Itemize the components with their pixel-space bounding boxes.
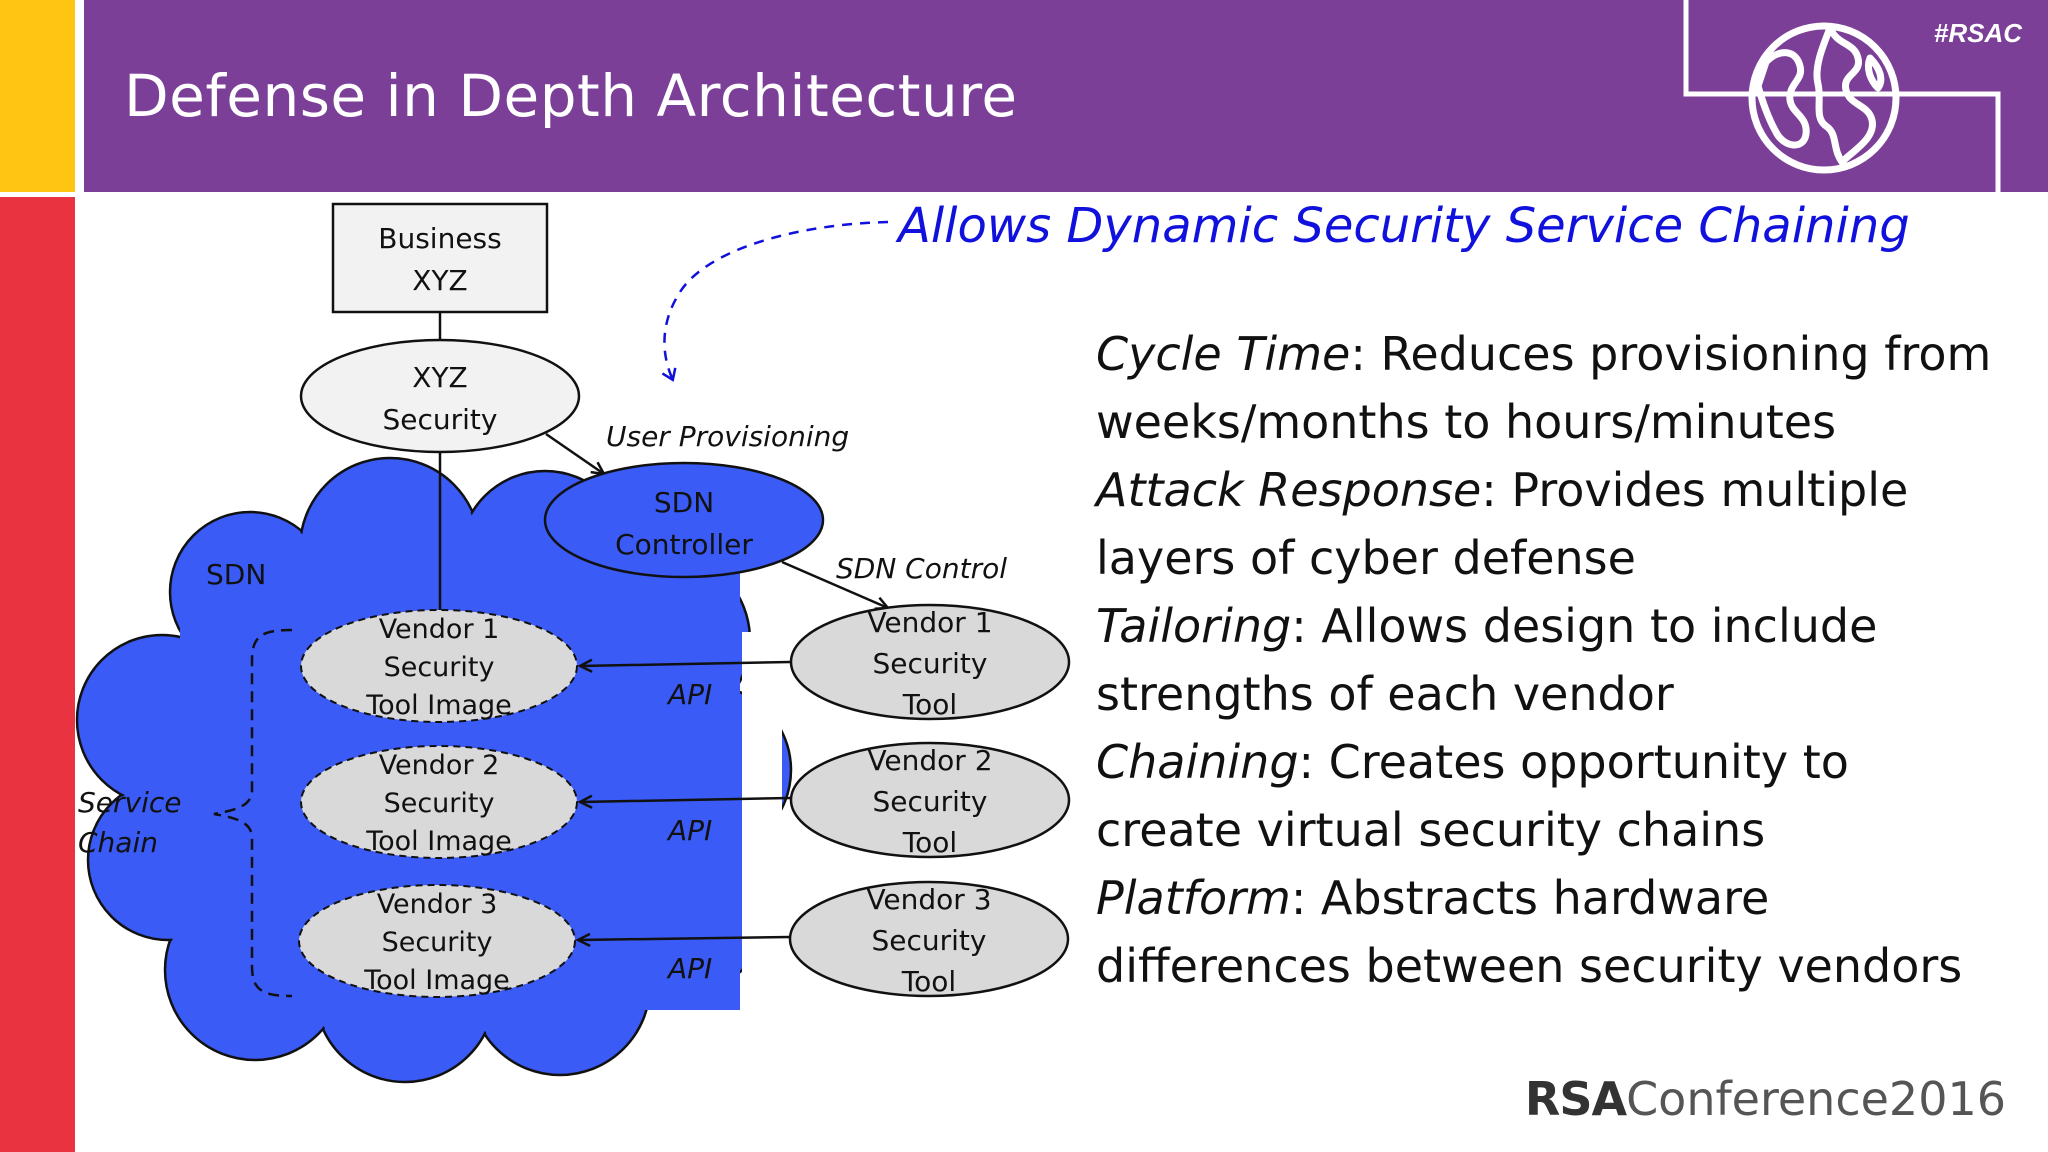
benefit-tailoring: Tailoring: Allows design to include stre… [1096,592,2016,728]
benefit-term: Tailoring [1096,599,1292,653]
benefit-term: Cycle Time [1096,327,1351,381]
chaining-tagline: Allows Dynamic Security Service Chaining [898,198,1910,254]
sdn-controller-line1: SDN [654,486,714,519]
globe-continent-west [1754,49,1810,149]
benefit-line2: differences between security vendors [1096,939,1963,993]
benefit-line1: : Allows design to include [1291,599,1878,653]
cloud-notch [742,632,782,1000]
red-accent-stripe [0,197,75,1152]
globe-icon [1748,22,1900,174]
benefit-attack-response: Attack Response: Provides multiple layer… [1096,456,2016,592]
benefit-line2: create virtual security chains [1096,803,1766,857]
vendor-image-1-line3: Tool Image [365,690,512,721]
benefit-line2: layers of cyber defense [1096,531,1636,585]
service-chain-label-line2: Chain [78,826,158,859]
vendor-image-3-line1: Vendor 3 [377,889,498,920]
benefit-line1: : Creates opportunity to [1298,735,1849,789]
vendor-tool-3-line3: Tool [901,965,956,998]
vendor-tool-3-line1: Vendor 3 [866,883,991,916]
header-frame-outline [1683,0,2001,192]
api-arrow-2 [577,794,791,809]
api-label-2: API [666,814,712,847]
vendor-tool-2-line1: Vendor 2 [867,744,992,777]
vendor-tool-3: Vendor 3 Security Tool [788,880,1070,998]
business-box [331,202,549,314]
service-chain-bracket [213,628,293,998]
header-frame [1683,0,2048,192]
vendor-image-2-line3: Tool Image [365,826,512,857]
benefit-term: Platform [1096,871,1291,925]
vendor-image-1-line2: Security [384,652,495,683]
sdn-architecture-diagram: SDN Business XYZ XYZ Security User Provi… [75,202,1071,1084]
vendor-tool-2-line3: Tool [902,826,957,859]
api-arrow-3 [575,932,791,947]
sdn-controller-line2: Controller [615,528,753,561]
api-arrow-1 [577,658,791,673]
slide-title: Defense in Depth Architecture [124,62,1018,130]
business-label-line1: Business [378,222,501,255]
vendor-tool-1-line1: Vendor 1 [867,606,992,639]
benefit-line2: weeks/months to hours/minutes [1096,395,1837,449]
conference-name: Conference2016 [1626,1072,2006,1126]
vendor-tool-1: Vendor 1 Security Tool [789,603,1071,721]
sdn-controller-node [543,461,825,579]
vendor-image-2-line1: Vendor 2 [379,750,500,781]
chaining-pointer-arrow [661,220,889,382]
vendor-tool-2-line2: Security [873,785,988,818]
vendor-image-3-line2: Security [382,927,493,958]
hashtag-label: #RSAC [1933,18,2022,48]
benefit-line1: : Provides multiple [1481,463,1909,517]
benefit-line1: : Abstracts hardware [1290,871,1770,925]
benefits-list: Cycle Time: Reduces provisioning from we… [1096,320,2016,1000]
globe-ring [1748,22,1900,174]
rsa-conference-logo: RSAConference2016 [1525,1072,2006,1126]
business-label-line2: XYZ [412,264,467,297]
vendor-image-3-line3: Tool Image [363,965,510,996]
benefit-chaining: Chaining: Creates opportunity to create … [1096,728,2016,864]
vendor-tool-3-line2: Security [872,924,987,957]
xyz-security-line2: Security [383,403,498,436]
benefit-line2: strengths of each vendor [1096,667,1674,721]
vendor-image-3: Vendor 3 Security Tool Image [298,884,576,998]
benefit-platform: Platform: Abstracts hardware differences… [1096,864,2016,1000]
benefit-cycle-time: Cycle Time: Reduces provisioning from we… [1096,320,2016,456]
vendor-image-1-line1: Vendor 1 [379,614,500,645]
api-label-1: API [666,678,712,711]
globe-continent-island [1864,54,1885,92]
user-provisioning-label: User Provisioning [606,420,849,453]
benefit-term: Attack Response [1096,463,1482,517]
sdn-control-label: SDN Control [836,552,1007,585]
xyz-security-line1: XYZ [412,361,467,394]
user-provisioning-arrow [545,432,607,476]
sdn-label: SDN [206,558,266,591]
api-label-3: API [666,952,712,985]
vendor-tool-1-line3: Tool [902,688,957,721]
vendor-tool-1-line2: Security [873,647,988,680]
globe-continent-east [1813,24,1876,166]
service-chain-label-line1: Service [78,786,181,819]
yellow-accent-stripe [0,0,75,192]
vendor-image-1: Vendor 1 Security Tool Image [300,609,578,723]
benefit-term: Chaining [1096,735,1299,789]
benefit-line1: : Reduces provisioning from [1350,327,1992,381]
vendor-image-2-line2: Security [384,788,495,819]
sdn-control-arrow [781,560,891,610]
vendor-image-2: Vendor 2 Security Tool Image [300,745,578,859]
rsa-brand: RSA [1524,1072,1627,1126]
vendor-tool-2: Vendor 2 Security Tool [789,741,1071,859]
